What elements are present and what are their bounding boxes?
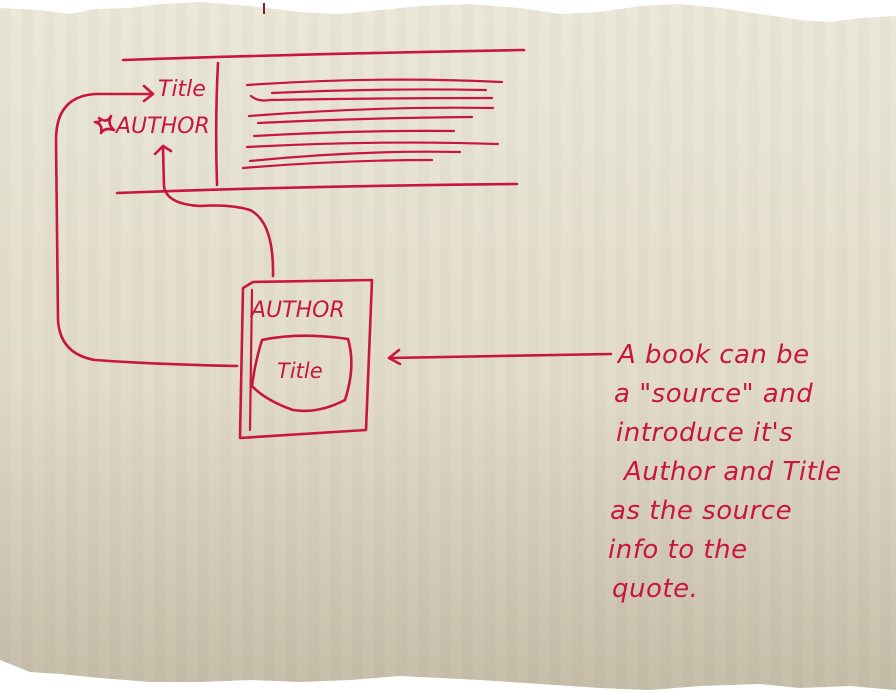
note-line: quote.	[612, 574, 699, 604]
note-line: info to the	[608, 535, 748, 565]
arrow-book-title-to-quote-title	[54, 84, 239, 368]
book-drawing: AUTHOR Title	[238, 278, 374, 440]
quote-text-lines	[241, 78, 504, 170]
book-spine	[248, 288, 254, 432]
book-title-label-frame	[250, 334, 353, 413]
book-title-label: Title	[277, 359, 323, 383]
note-line: A book can be	[618, 340, 810, 370]
quote-divider	[214, 61, 220, 187]
quote-top-rule	[121, 48, 526, 62]
note-line: Author and Title	[624, 457, 842, 487]
arrowhead-icon	[153, 144, 173, 156]
book-cover-outline	[238, 278, 374, 440]
quote-block: Title AUTHOR	[93, 48, 526, 195]
quote-author-label: AUTHOR	[114, 114, 210, 139]
note-line: as the source	[610, 496, 793, 526]
arrowhead-icon	[387, 348, 402, 366]
arrowhead-icon	[142, 84, 155, 103]
quote-bottom-rule	[115, 182, 519, 195]
four-point-star-icon	[93, 114, 116, 135]
book-author-label: AUTHOR	[249, 298, 345, 323]
arrow-note-to-book	[387, 348, 613, 366]
note-line: introduce it's	[616, 418, 794, 448]
quote-title-label: Title	[158, 77, 206, 102]
arrow-book-author-to-quote-author	[153, 144, 275, 278]
explanation-note: A book can be a "source" and introduce i…	[608, 336, 888, 609]
note-line: a "source" and	[614, 379, 814, 409]
